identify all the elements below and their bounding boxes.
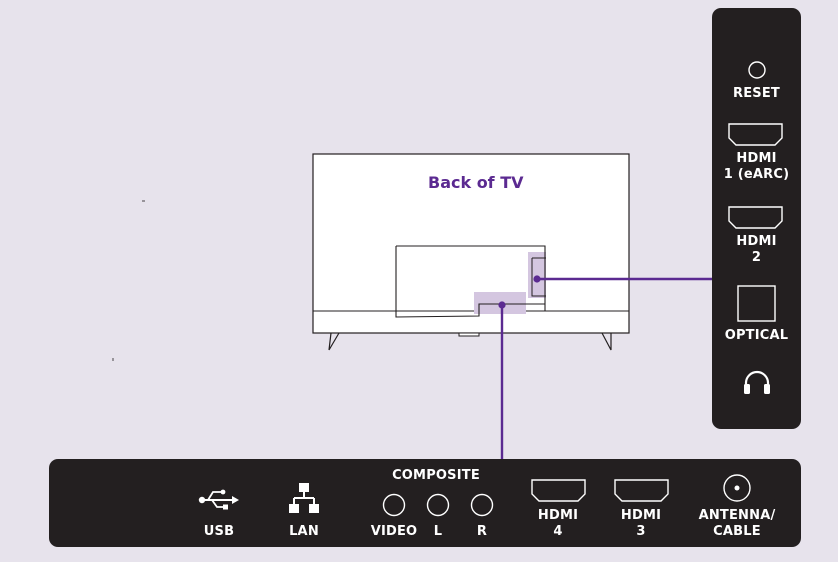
optical-port[interactable] [737,285,776,322]
hdmi4-port[interactable] [531,479,586,502]
usb-icon[interactable] [198,489,239,510]
hdmi2-label-line1: HDMI [736,234,777,249]
hdmi4-label-line2: 4 [553,524,563,539]
hdmi1-label-line1: HDMI [736,151,777,166]
hdmi3-port[interactable] [614,479,669,502]
callout-dot-bottom [498,301,506,309]
antenna-label-line2: CABLE [713,524,761,539]
hdmi3-label-line2: 3 [636,524,646,539]
lan-label: LAN [289,524,319,539]
composite-left-port[interactable] [426,493,450,517]
hdmi2-label-line2: 2 [751,250,762,265]
hdmi1-port[interactable] [728,123,783,146]
antenna-cable-port[interactable] [723,474,751,502]
right-audio-label: R [476,524,488,539]
tv-stand-nub [458,332,480,337]
tv-side-port-recess [531,257,546,297]
tv-title: Back of TV [428,173,524,192]
reset-label: RESET [732,86,780,101]
left-audio-label: L [433,524,443,539]
optical-label: OPTICAL [724,328,789,343]
antenna-label-line1: ANTENNA/ [698,508,776,523]
hdmi3-label-line1: HDMI [620,508,662,523]
bottom-ports-panel [49,459,801,547]
tv-leg-left [328,332,340,351]
hdmi4-label-line1: HDMI [537,508,579,523]
hdmi2-port[interactable] [728,206,783,229]
headphones-icon[interactable] [744,370,770,394]
usb-label: USB [203,524,235,539]
composite-right-port[interactable] [470,493,494,517]
composite-label: COMPOSITE [392,468,480,483]
tv-body [312,153,630,334]
composite-video-port[interactable] [382,493,406,517]
video-label: VIDEO [370,524,418,539]
tv-leg-right [601,332,612,351]
lan-icon[interactable] [289,483,319,513]
callout-dot-side [533,275,541,283]
reset-button[interactable] [748,61,766,79]
hdmi1-label-line2: 1 (eARC) [723,167,790,182]
